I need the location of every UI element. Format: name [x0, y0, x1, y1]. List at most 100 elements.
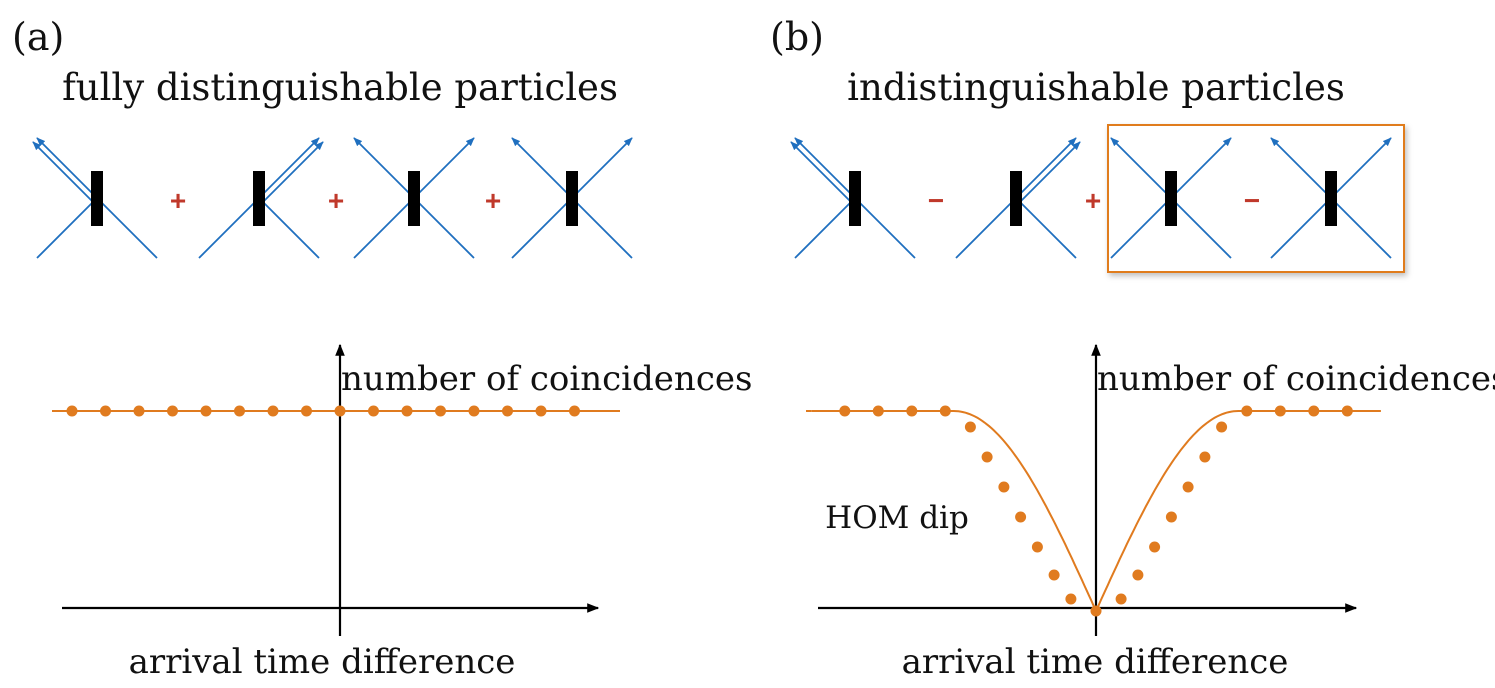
input-beam: [258, 197, 320, 259]
output-beam: [1110, 137, 1172, 199]
data-point: [1241, 405, 1253, 417]
data-point: [1216, 421, 1228, 433]
output-beam: [353, 137, 415, 199]
input-beam: [955, 197, 1017, 259]
x-axis-label-a: arrival time difference: [129, 642, 516, 682]
highlight-box: [1107, 124, 1405, 273]
data-point: [981, 451, 993, 463]
beam-splitter-diagram-a-4: [511, 137, 633, 259]
input-beam: [36, 197, 98, 259]
data-point: [334, 405, 346, 417]
beam-splitter-diagram-b-2: [955, 137, 1081, 259]
output-beam: [36, 137, 98, 199]
data-point: [435, 405, 446, 417]
data-point: [1048, 569, 1060, 581]
coincidence-series-b: [806, 405, 1381, 617]
input-beam: [1330, 197, 1392, 259]
input-beam: [854, 197, 916, 259]
input-beam: [96, 197, 158, 259]
panel-label-b: (b): [770, 15, 824, 59]
data-point: [1199, 451, 1211, 463]
operator-sign-a-2: +: [328, 185, 344, 216]
beam-splitter: [1165, 171, 1177, 226]
data-point: [267, 405, 279, 417]
input-beam: [1110, 197, 1172, 259]
panel-title-b: indistinguishable particles: [847, 66, 1345, 109]
data-point: [1031, 541, 1043, 553]
panel-label-a: (a): [12, 15, 64, 59]
beam-splitter: [408, 171, 420, 226]
beam-splitter-diagram-b-1: [790, 137, 916, 259]
beam-splitter-diagram-a-2: [198, 137, 324, 259]
data-point: [401, 405, 413, 417]
output-beam: [1019, 141, 1081, 203]
data-point: [1182, 481, 1194, 493]
output-beam: [794, 137, 856, 199]
input-beam: [413, 197, 475, 259]
beam-splitter-diagrams-b: −+−: [790, 137, 1392, 259]
data-point: [872, 405, 884, 417]
plot-b: number of coincidences arrival time diff…: [806, 343, 1495, 682]
operator-sign-a-3: +: [485, 185, 501, 216]
panel-a: (a) fully distinguishable particles +++ …: [12, 15, 752, 682]
panel-title-a: fully distinguishable particles: [62, 66, 618, 109]
data-point: [133, 405, 145, 417]
beam-splitter: [1010, 171, 1022, 226]
beam-splitter-diagram-a-1: [32, 137, 158, 259]
data-point: [301, 405, 312, 417]
data-point: [1308, 405, 1320, 417]
data-point: [468, 405, 480, 417]
data-point: [200, 405, 212, 417]
plot-a: number of coincidences arrival time diff…: [52, 343, 752, 682]
beam-splitter-diagrams-a: +++: [32, 137, 633, 259]
beam-splitter: [1325, 171, 1337, 226]
beam-splitter: [566, 171, 578, 226]
input-beam: [1015, 197, 1077, 259]
data-point: [1015, 511, 1027, 523]
data-point: [535, 405, 547, 417]
data-point: [906, 405, 918, 417]
beam-splitter-diagram-b-3: [1110, 137, 1232, 259]
output-beam: [413, 137, 475, 199]
output-beam: [790, 141, 852, 203]
output-beam: [511, 137, 573, 199]
input-beam: [1170, 197, 1232, 259]
coincidence-series-a: [52, 405, 620, 417]
input-beam: [794, 197, 856, 259]
operator-sign-b-1: −: [928, 185, 944, 216]
output-beam: [32, 141, 94, 203]
input-beam: [198, 197, 260, 259]
data-point: [1065, 593, 1077, 605]
output-beam: [1170, 137, 1232, 199]
data-point: [1274, 405, 1286, 417]
x-axis-label-b: arrival time difference: [902, 642, 1289, 682]
data-point: [100, 405, 111, 417]
data-point: [167, 405, 178, 417]
beam-splitter: [91, 171, 103, 226]
output-beam: [258, 137, 320, 199]
input-beam: [511, 197, 573, 259]
output-beam: [571, 137, 633, 199]
data-point: [502, 405, 513, 417]
input-beam: [353, 197, 415, 259]
input-beam: [1270, 197, 1332, 259]
data-point: [839, 405, 851, 417]
data-point: [1132, 569, 1144, 581]
hom-dip-annotation: HOM dip: [825, 500, 969, 536]
data-point: [569, 405, 580, 417]
beam-splitter: [849, 171, 861, 226]
data-point: [964, 421, 976, 433]
output-beam: [1015, 137, 1077, 199]
output-beam: [1270, 137, 1332, 199]
data-point: [1165, 511, 1177, 523]
output-beam: [262, 141, 324, 203]
data-point: [1341, 405, 1353, 417]
data-point: [368, 405, 379, 417]
operator-sign-b-2: +: [1085, 185, 1101, 216]
data-point: [1090, 605, 1102, 617]
panel-b: (b) indistinguishable particles −+− numb…: [770, 15, 1495, 682]
data-point: [939, 405, 951, 417]
beam-splitter-diagram-b-4: [1270, 137, 1392, 259]
data-point: [1149, 541, 1161, 553]
